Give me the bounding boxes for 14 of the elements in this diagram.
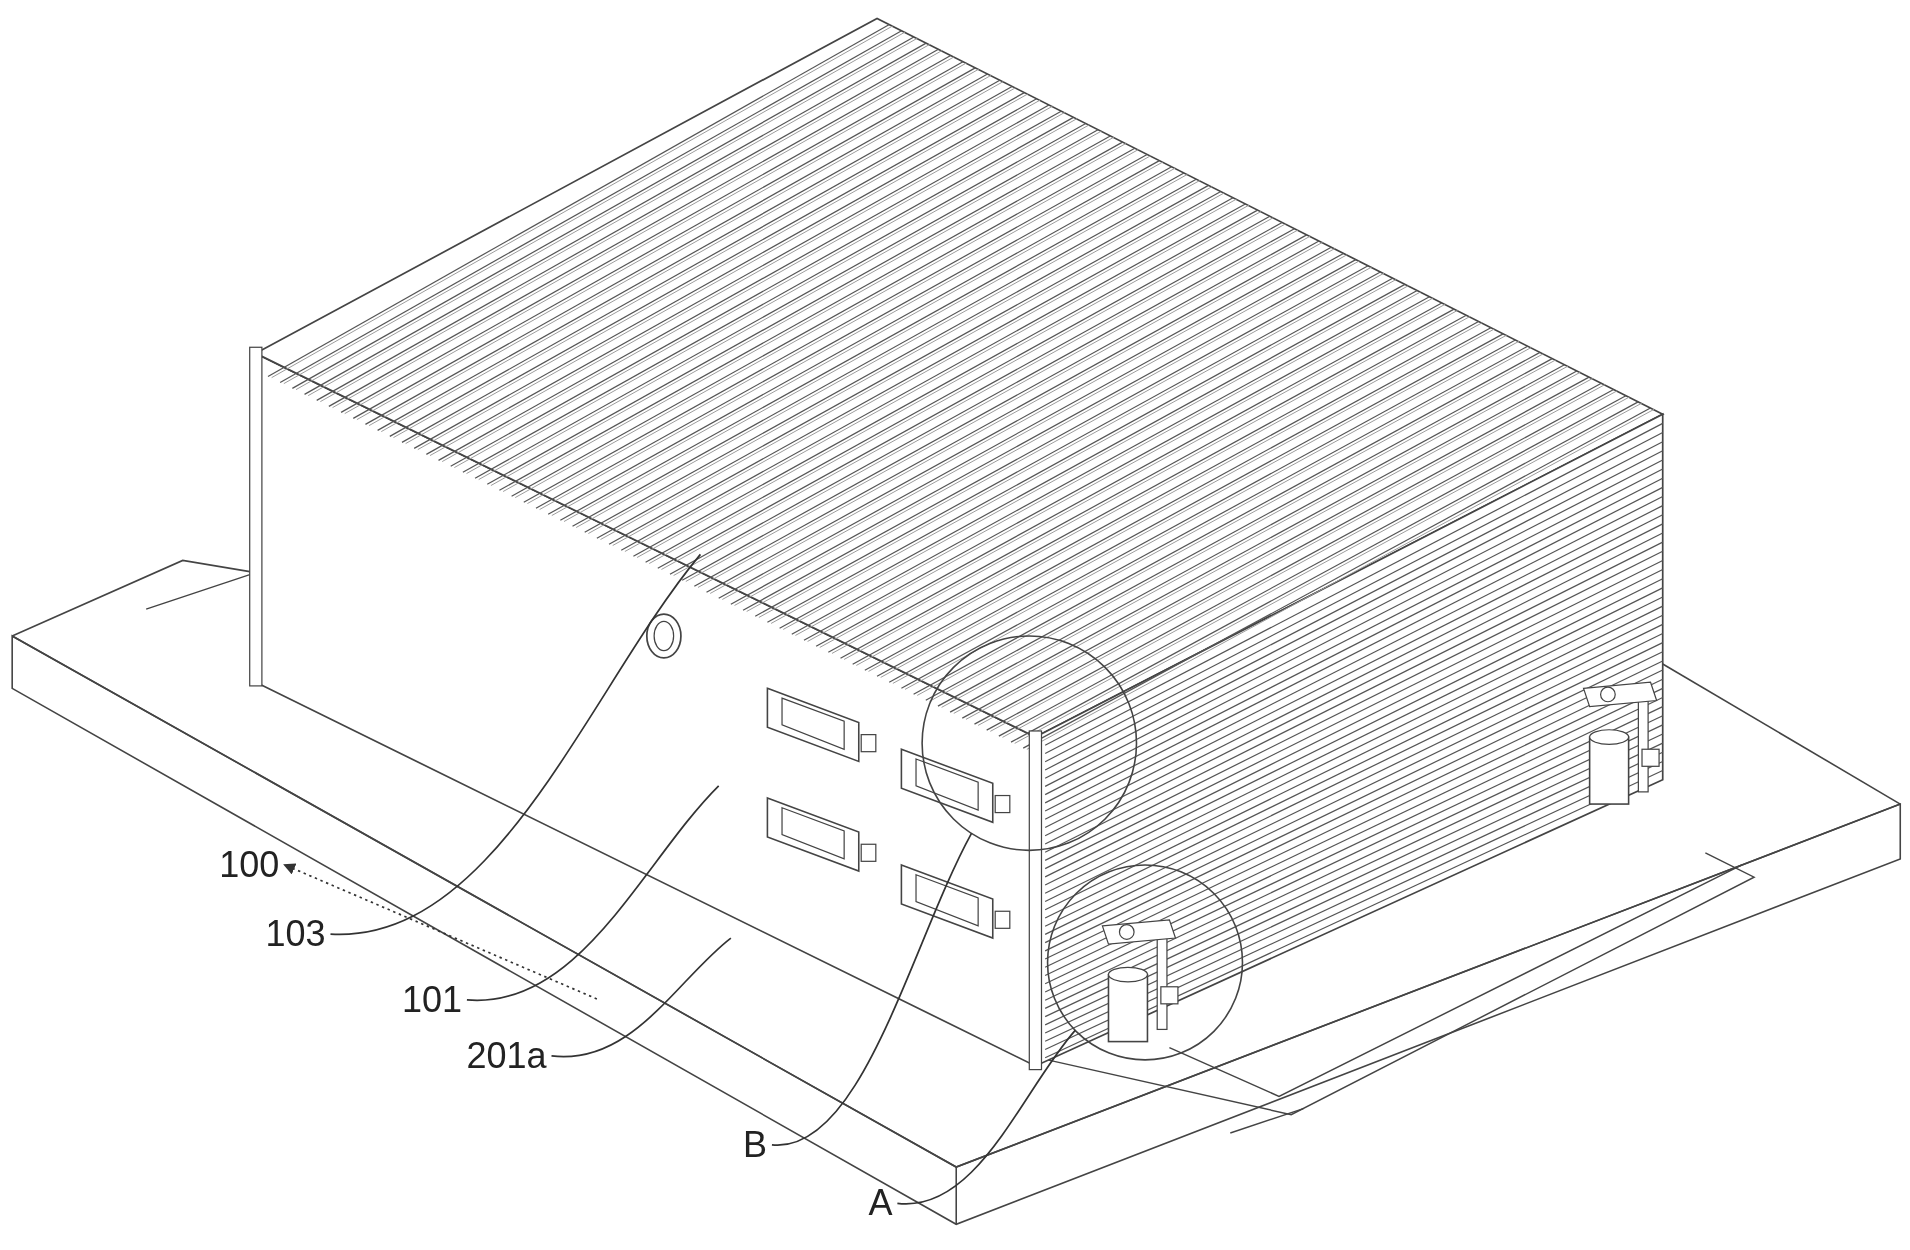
leader-line (329, 553, 702, 935)
leader-line (771, 832, 973, 1146)
leader-line (550, 937, 732, 1058)
detail-circle (921, 635, 1138, 852)
reference-numeral: 103 (265, 916, 326, 952)
reference-numeral: 100 (219, 846, 280, 883)
detail-letter: B (743, 1126, 768, 1163)
detail-letter: A (868, 1185, 893, 1222)
reference-numeral: 201a (466, 1037, 547, 1074)
leader-line (466, 784, 720, 1001)
detail-circle (1046, 864, 1244, 1061)
reference-numeral: 101 (401, 981, 463, 1018)
leader-line (896, 1029, 1077, 1205)
leader-arrow (283, 863, 598, 1000)
